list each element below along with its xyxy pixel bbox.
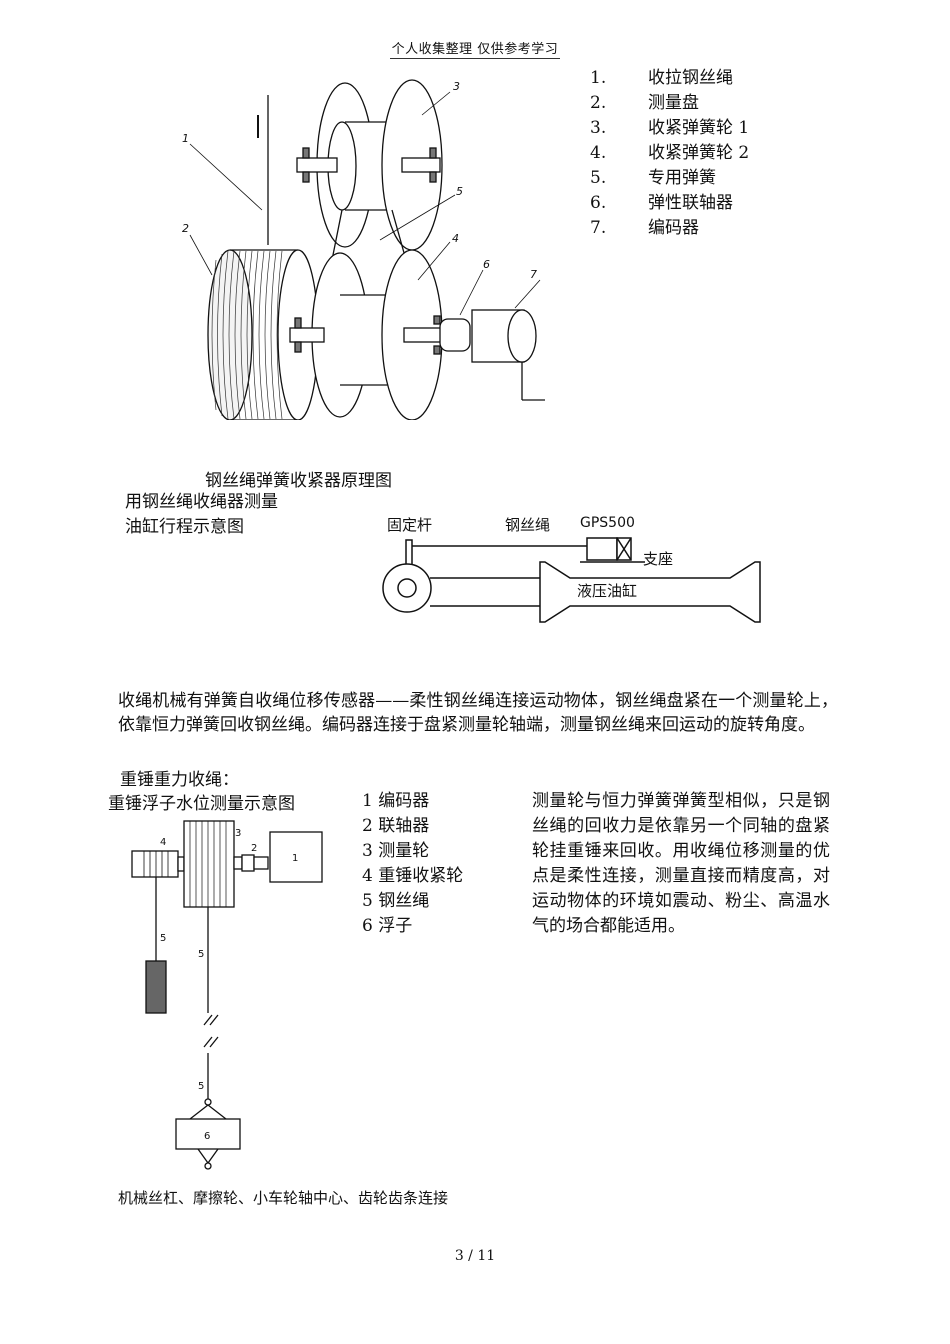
- header-text: 个人收集整理 仅供参考学习: [389, 42, 561, 59]
- label-fixed-rod: 固定杆: [387, 516, 432, 534]
- description-paragraph: 测量轮与恒力弹簧弹簧型相似，只是钢丝绳的回收力是依靠另一个同轴的盘紧轮挂重锤来回…: [532, 791, 830, 936]
- callout-5: 5: [456, 185, 463, 198]
- legend-item: 2.测量盘: [590, 93, 699, 113]
- callout-5: 5: [198, 1081, 204, 1092]
- legend-item: 5 钢丝绳: [362, 891, 430, 911]
- label-cylinder: 液压油缸: [577, 582, 637, 600]
- legend-item: 6.弹性联轴器: [590, 193, 733, 213]
- page-header: 个人收集整理 仅供参考学习: [0, 38, 950, 59]
- label-support: 支座: [643, 550, 673, 568]
- float-level-diagram: 1 2 3 4 5 5 5 6: [131, 820, 323, 1170]
- callout-1: 1: [182, 132, 189, 145]
- callout-4: 4: [452, 232, 459, 245]
- legend-item: 3.收紧弹簧轮 1: [590, 118, 750, 138]
- callout-5: 5: [198, 949, 204, 960]
- section-subheading: 重锤重力收绳：: [120, 770, 239, 790]
- legend-item: 2 联轴器: [362, 816, 430, 836]
- legend-item: 4 重锤收紧轮: [362, 866, 464, 886]
- float-legend: 1 编码器 2 联轴器 3 测量轮 4 重锤收紧轮 5 钢丝绳 6 浮子: [362, 789, 463, 939]
- callout-5: 5: [160, 933, 166, 944]
- float-caption: 重锤浮子水位测量示意图: [108, 794, 295, 814]
- footer-note: 机械丝杠、摩擦轮、小车轮轴中心、齿轮齿条连接: [118, 1189, 449, 1207]
- label-gps500: GPS500: [580, 515, 635, 531]
- legend-item: 5.专用弹簧: [590, 168, 716, 188]
- legend-item: 1.收拉钢丝绳: [590, 68, 733, 88]
- body-paragraph: 收绳机械有弹簧自收绳位移传感器——柔性钢丝绳连接运动物体，钢丝绳盘紧在一个测量轮…: [118, 691, 838, 735]
- legend-item: 4.收紧弹簧轮 2: [590, 143, 750, 163]
- retractor-legend: 1.收拉钢丝绳 2.测量盘 3.收紧弹簧轮 1 4.收紧弹簧轮 2 5.专用弹簧…: [590, 66, 749, 241]
- spring-retractor-diagram: 1 2 3 4 5 6 7: [182, 79, 545, 420]
- cylinder-caption-line2: 油缸行程示意图: [125, 517, 244, 537]
- callout-6: 6: [483, 258, 490, 271]
- callout-2: 2: [251, 843, 257, 854]
- callout-1: 1: [292, 853, 298, 864]
- cylinder-caption-line1: 用钢丝绳收绳器测量: [125, 492, 278, 512]
- callout-6: 6: [204, 1131, 210, 1142]
- callout-3: 3: [235, 828, 241, 839]
- legend-item: 1 编码器: [362, 791, 430, 811]
- cylinder-measurement-diagram: 固定杆 钢丝绳 GPS500 支座 液压油缸: [382, 515, 761, 623]
- page-number: 3 / 11: [454, 1248, 496, 1264]
- callout-2: 2: [182, 222, 189, 235]
- legend-item: 6 浮子: [362, 916, 413, 936]
- callout-3: 3: [453, 80, 460, 93]
- callout-4: 4: [160, 837, 166, 848]
- cylinder-caption: 用钢丝绳收绳器测量 油缸行程示意图: [125, 490, 278, 540]
- callout-7: 7: [530, 268, 537, 281]
- label-wire-rope: 钢丝绳: [505, 516, 550, 534]
- retractor-caption: 钢丝绳弹簧收紧器原理图: [205, 471, 392, 491]
- legend-item: 3 测量轮: [362, 841, 430, 861]
- legend-item: 7.编码器: [590, 218, 699, 238]
